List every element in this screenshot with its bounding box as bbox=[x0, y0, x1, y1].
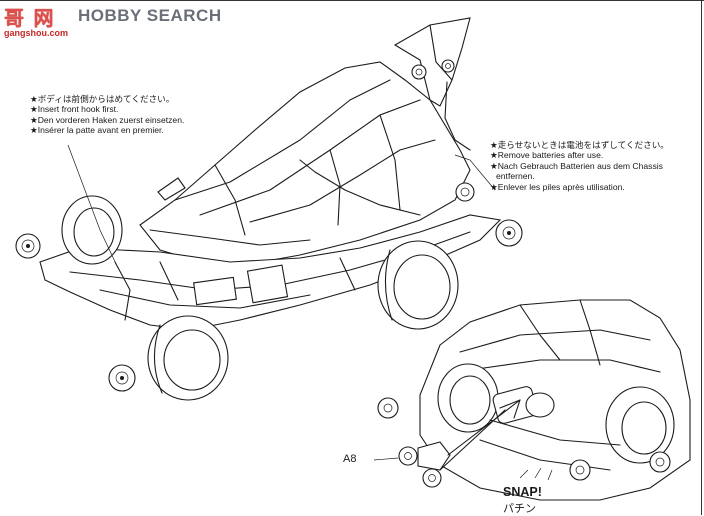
note-batteries-fr: ★Enlever les piles après utilisation. bbox=[490, 181, 625, 192]
inset-drawing bbox=[373, 299, 691, 501]
part-a8-drawing bbox=[373, 441, 451, 488]
main-car-drawing bbox=[15, 17, 523, 401]
watermark-brand: HOBBY SEARCH bbox=[78, 6, 222, 25]
note-front-hook: ★ボディは前側からはめてください。 ★Insert front hook fir… bbox=[30, 94, 184, 136]
note-batteries-de-cont: entfernen. bbox=[496, 171, 535, 182]
watermark-url: gangshou.com bbox=[4, 28, 69, 38]
note-batteries: ★走らせないときは電池をはずしてください。 ★Remove batteries … bbox=[490, 140, 669, 192]
top-border bbox=[0, 0, 704, 1]
watermark-logo: 哥 网 bbox=[4, 8, 56, 30]
note-front-hook-fr: ★Insérer la patte avant en premier. bbox=[30, 125, 164, 136]
note-front-hook-de: ★Den vorderen Haken zuerst einsetzen. bbox=[30, 114, 185, 125]
note-front-hook-en: ★Insert front hook first. bbox=[30, 104, 119, 115]
part-label-a8: A8 bbox=[343, 453, 357, 465]
note-front-hook-jp: ★ボディは前側からはめてください。 bbox=[30, 94, 175, 104]
note-batteries-jp: ★走らせないときは電池をはずしてください。 bbox=[490, 140, 669, 150]
note-batteries-de: ★Nach Gebrauch Batterien aus dem Chassis bbox=[490, 160, 663, 171]
snap-label-jp: パチン bbox=[503, 503, 536, 515]
note-batteries-en: ★Remove batteries after use. bbox=[490, 150, 604, 161]
right-border bbox=[701, 0, 702, 515]
snap-label: SNAP! bbox=[503, 485, 542, 499]
